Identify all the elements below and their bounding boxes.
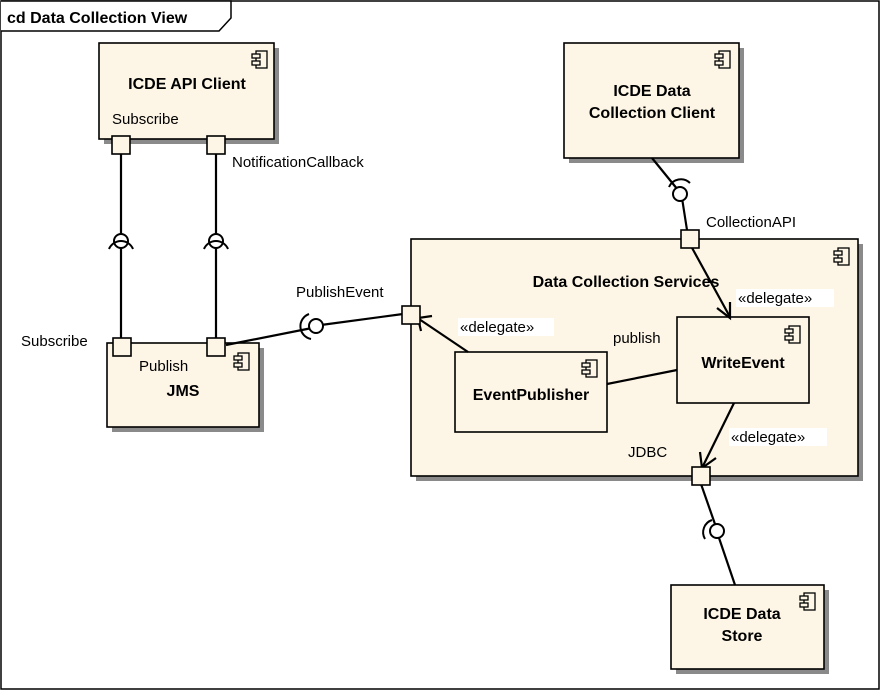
socket-icon [668,178,691,202]
socket-icon [299,313,324,340]
data-collection-client-label-line2: Collection Client [589,105,716,122]
data-collection-client-label-line1: ICDE Data [613,83,690,100]
collection-api-label: CollectionAPI [706,214,796,231]
connector-labels: «delegate» «delegate» publish «delegate» [458,289,834,446]
jms-publish-label: Publish [139,358,188,375]
jms-label: JMS [167,383,200,400]
api-subscribe-label: Subscribe [112,111,179,128]
jms-component[interactable]: JMS [106,342,260,428]
event-publisher-label: EventPublisher [473,387,589,404]
write-event-label: WriteEvent [701,355,785,372]
icde-data-collection-client-component[interactable]: ICDE Data Collection Client [563,42,740,159]
icde-api-client-label: ICDE API Client [128,76,246,93]
delegate-top-label: «delegate» [738,290,812,307]
frame-title: cd Data Collection View [7,10,188,27]
jdbc-port[interactable] [691,466,711,486]
data-store-label-line2: Store [722,628,763,645]
collection-api-port[interactable] [680,229,700,249]
ports [111,135,711,486]
port-labels: Subscribe NotificationCallback Subscribe… [21,111,796,461]
jms-publish-port[interactable] [206,337,226,357]
data-collection-services-label: Data Collection Services [533,274,720,291]
jdbc-label: JDBC [628,444,667,461]
write-event-component[interactable]: WriteEvent [676,316,810,404]
publish-event-port[interactable] [401,305,421,325]
icde-data-store-component[interactable]: ICDE Data Store [670,584,825,670]
publish-event-label: PublishEvent [296,284,384,301]
icde-api-client-component[interactable]: ICDE API Client [98,42,275,140]
api-subscribe-port[interactable] [111,135,131,155]
jms-subscribe-port[interactable] [112,337,132,357]
notification-callback-label: NotificationCallback [232,154,364,171]
socket-icon [702,519,725,540]
delegate-left-label: «delegate» [460,319,534,336]
socket-icon [203,233,229,250]
event-publisher-component[interactable]: EventPublisher [454,351,608,433]
publish-label: publish [613,330,661,347]
connectors [119,154,737,586]
delegate-bottom-label: «delegate» [731,429,805,446]
data-store-label-line1: ICDE Data [703,606,780,623]
socket-icon [108,233,134,250]
jms-subscribe-label: Subscribe [21,333,88,350]
interface-sockets [108,178,725,540]
notification-callback-port[interactable] [206,135,226,155]
